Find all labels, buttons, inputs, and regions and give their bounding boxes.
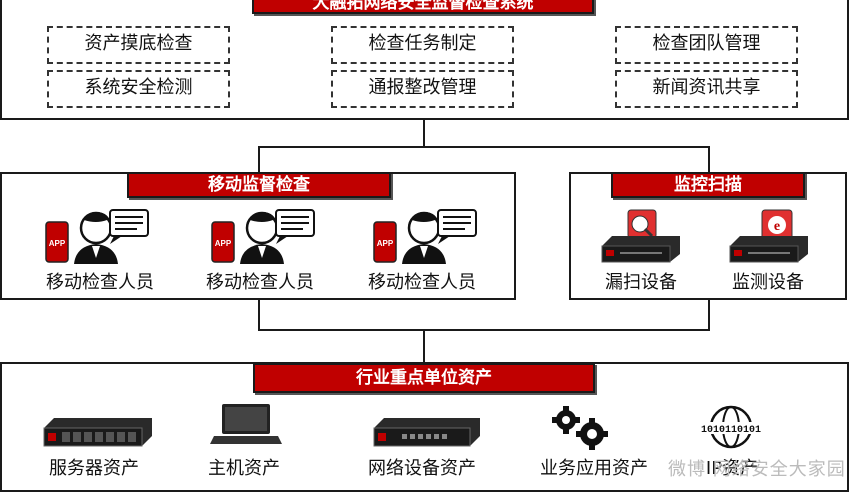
mobile-inspector-label: 移动检查人员 xyxy=(46,272,154,293)
assets-banner: 行业重点单位资产 xyxy=(253,363,595,393)
server-asset-label: 服务器资产 xyxy=(49,458,139,479)
mobile-inspection-banner: 移动监督检查 xyxy=(127,172,391,198)
mobile-inspector-icon: APP xyxy=(210,206,320,266)
monitoring-device-label: 监测设备 xyxy=(732,272,804,293)
gears-icon xyxy=(548,404,612,450)
mobile-inspector-label: 移动检查人员 xyxy=(368,272,476,293)
server-icon xyxy=(42,414,154,450)
connector-line xyxy=(708,300,710,330)
svg-text:e: e xyxy=(774,219,780,234)
monitor-scan-banner: 监控扫描 xyxy=(611,172,805,198)
mobile-inspector-label: 移动检查人员 xyxy=(206,272,314,293)
network-device-icon xyxy=(372,414,482,450)
vulnerability-scanner-icon xyxy=(598,208,684,266)
host-asset-label: 主机资产 xyxy=(208,458,280,479)
monitoring-device-icon: e xyxy=(726,208,812,266)
module-news-sharing[interactable]: 新闻资讯共享 xyxy=(615,70,798,108)
mobile-inspector-icon: APP xyxy=(372,206,482,266)
module-task-planning[interactable]: 检查任务制定 xyxy=(331,26,514,64)
ip-binary-text: 1010110101 xyxy=(701,425,761,436)
module-team-management[interactable]: 检查团队管理 xyxy=(615,26,798,64)
system-title-banner: 大融拓网络安全监督检查系统 xyxy=(252,0,594,14)
mobile-inspector-icon: APP xyxy=(44,206,154,266)
business-app-asset-label: 业务应用资产 xyxy=(540,458,648,479)
connector-line xyxy=(258,298,260,330)
connector-line xyxy=(423,329,425,363)
vulnerability-scanner-label: 漏扫设备 xyxy=(605,272,677,293)
app-label: APP xyxy=(377,239,394,248)
ip-globe-icon: 1010110101 xyxy=(688,404,774,450)
ip-asset-label: IP资产 xyxy=(705,458,759,479)
module-report-rectification[interactable]: 通报整改管理 xyxy=(331,70,514,108)
connector-line xyxy=(258,329,710,331)
app-label: APP xyxy=(215,239,232,248)
connector-line xyxy=(708,146,710,173)
module-asset-survey[interactable]: 资产摸底检查 xyxy=(47,26,230,64)
connector-line xyxy=(258,146,710,148)
module-security-detection[interactable]: 系统安全检测 xyxy=(47,70,230,108)
connector-line xyxy=(258,146,260,174)
connector-line xyxy=(423,119,425,147)
network-device-asset-label: 网络设备资产 xyxy=(368,458,476,479)
watermark: 微博 网络安全大家园 xyxy=(668,459,846,480)
laptop-icon xyxy=(210,402,282,446)
app-label: APP xyxy=(49,239,66,248)
